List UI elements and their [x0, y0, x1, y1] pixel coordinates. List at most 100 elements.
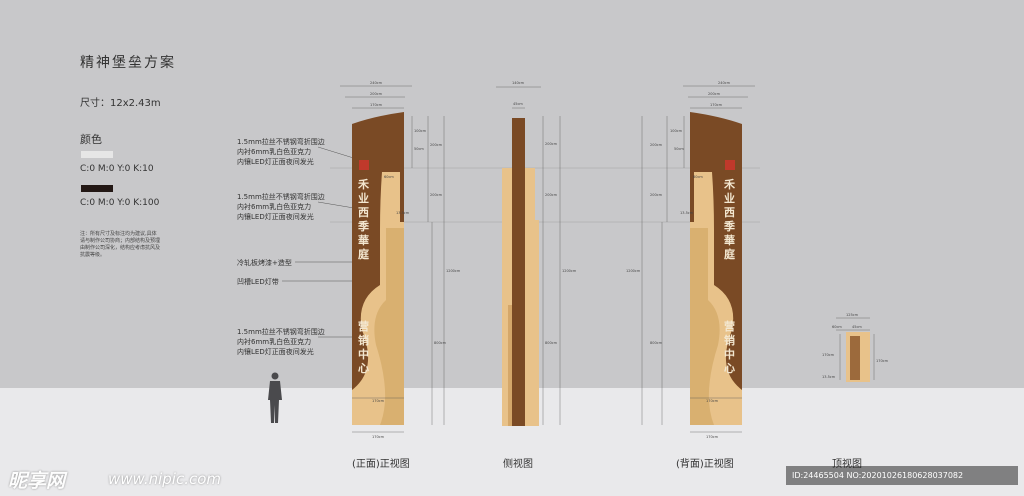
- cmyk-light-gray: C:0 M:0 Y:0 K:10: [80, 164, 154, 174]
- swatch-black: [81, 185, 113, 192]
- size-label: 尺寸：12x2.43m: [80, 98, 161, 109]
- back-view-sign: 禾 业 西 季 華 庭 营 销 中 心: [690, 112, 742, 425]
- svg-text:禾: 禾: [358, 177, 370, 191]
- svg-text:60cm: 60cm: [693, 175, 703, 179]
- side-dimension-lines: [496, 86, 561, 425]
- svg-text:170cm: 170cm: [706, 399, 719, 403]
- design-note: 注：所有尺寸及标注均为建议,具体请与制作公司协商；内部结构及预埋由制作公司深化，…: [80, 231, 161, 258]
- page-title: 精神堡垒方案: [80, 55, 176, 71]
- front-dimension-labels: 240cm 200cm 170cm 100cm 50cm 200cm 200cm…: [370, 81, 461, 439]
- caption-top-view: 顶视图: [832, 459, 862, 470]
- cmyk-black: C:0 M:0 Y:0 K:100: [80, 198, 160, 208]
- svg-text:170cm: 170cm: [372, 435, 385, 439]
- svg-text:50cm: 50cm: [414, 147, 424, 151]
- svg-text:240cm: 240cm: [370, 81, 383, 85]
- back-vertical-text-lower: 营 销 中 心: [724, 319, 735, 375]
- svg-text:100cm: 100cm: [670, 129, 683, 133]
- svg-text:200cm: 200cm: [545, 193, 558, 197]
- svg-text:60cm: 60cm: [832, 325, 842, 329]
- back-vertical-text-upper: 禾 业 西 季 華 庭: [723, 177, 736, 261]
- front-logo-icon: [359, 160, 369, 170]
- svg-text:营: 营: [724, 319, 735, 333]
- front-vertical-text-upper: 禾 业 西 季 華 庭: [357, 177, 370, 261]
- watermark-url: www.nipic.com: [108, 470, 222, 488]
- top-brown-inner: [850, 336, 860, 380]
- svg-text:200cm: 200cm: [430, 143, 443, 147]
- front-dimension-lines: [340, 85, 445, 433]
- svg-text:240cm: 240cm: [718, 81, 731, 85]
- svg-text:季: 季: [723, 219, 736, 233]
- person-silhouette: [268, 372, 282, 423]
- svg-text:业: 业: [724, 191, 735, 205]
- svg-text:170cm: 170cm: [876, 359, 889, 363]
- svg-text:1200cm: 1200cm: [626, 269, 641, 273]
- svg-text:心: 心: [358, 362, 369, 375]
- side-brown-core: [512, 118, 525, 426]
- svg-text:1200cm: 1200cm: [446, 269, 461, 273]
- back-dimension-labels: 240cm 200cm 170cm 100cm 50cm 200cm 200cm…: [626, 81, 731, 439]
- svg-text:200cm: 200cm: [650, 143, 663, 147]
- svg-text:中: 中: [358, 347, 369, 361]
- svg-text:800cm: 800cm: [545, 341, 558, 345]
- top-dimension-lines: [836, 317, 875, 380]
- svg-text:禾: 禾: [724, 177, 736, 191]
- front-tan-inner: [374, 228, 404, 425]
- svg-text:销: 销: [358, 333, 369, 347]
- back-dimension-lines: [641, 85, 755, 433]
- top-dimension-labels: 125cm 60cm 45cm 170cm 170cm 13.5cm: [822, 313, 889, 379]
- side-dimension-labels: 140cm 45cm 200cm 200cm 1200cm 800cm: [512, 81, 577, 345]
- svg-text:西: 西: [724, 206, 735, 219]
- svg-text:季: 季: [357, 219, 370, 233]
- svg-text:200cm: 200cm: [370, 92, 383, 96]
- svg-text:200cm: 200cm: [708, 92, 721, 96]
- side-tan-right-lower: [525, 220, 539, 426]
- svg-text:200cm: 200cm: [650, 193, 663, 197]
- side-tan-right-upper: [525, 168, 535, 220]
- watermark-brand: 昵享网: [8, 470, 66, 492]
- svg-text:170cm: 170cm: [822, 353, 835, 357]
- svg-text:800cm: 800cm: [434, 341, 447, 345]
- svg-text:125cm: 125cm: [846, 313, 859, 317]
- svg-text:50cm: 50cm: [674, 147, 684, 151]
- svg-text:800cm: 800cm: [650, 341, 663, 345]
- caption-front-view: (正面)正视图: [352, 459, 410, 470]
- svg-text:庭: 庭: [724, 247, 735, 261]
- top-view-sign: [846, 332, 870, 382]
- svg-text:营: 营: [358, 319, 369, 333]
- side-tan-left: [502, 168, 512, 426]
- front-view-sign: 禾 业 西 季 華 庭 营 销 中 心: [352, 112, 404, 425]
- watermark-id-bar: ID:24465504 NO:20201026180628037082: [786, 466, 1018, 485]
- svg-text:销: 销: [724, 333, 735, 347]
- svg-text:西: 西: [358, 206, 369, 219]
- back-tan-inner: [690, 228, 720, 425]
- svg-text:200cm: 200cm: [545, 142, 558, 146]
- svg-text:中: 中: [724, 347, 735, 361]
- side-view-sign: [502, 118, 539, 426]
- annotation-lower-panel: 1.5mm拉丝不锈钢弯折围边 内衬6mm乳白色亚克力 内镶LED灯正面夜间发光: [237, 328, 325, 356]
- swatch-light-gray: [81, 151, 113, 158]
- svg-text:170cm: 170cm: [710, 103, 723, 107]
- svg-text:13.5cm: 13.5cm: [396, 211, 410, 215]
- annotation-cold-rolled: 冷轧板烤漆+造型: [237, 259, 292, 267]
- svg-text:业: 业: [358, 191, 369, 205]
- annotation-upper-panel: 1.5mm拉丝不锈钢弯折围边 内衬6mm乳白色亚克力 内镶LED灯正面夜间发光: [237, 138, 325, 166]
- svg-text:170cm: 170cm: [706, 435, 719, 439]
- top-tan-right: [860, 332, 870, 382]
- side-groove: [508, 305, 512, 426]
- svg-text:170cm: 170cm: [370, 103, 383, 107]
- svg-text:心: 心: [724, 362, 735, 375]
- svg-text:華: 華: [724, 233, 735, 247]
- svg-text:1200cm: 1200cm: [562, 269, 577, 273]
- svg-text:140cm: 140cm: [512, 81, 525, 85]
- svg-text:45cm: 45cm: [852, 325, 862, 329]
- svg-text:60cm: 60cm: [384, 175, 394, 179]
- back-logo-icon: [725, 160, 735, 170]
- color-label: 颜色: [80, 133, 102, 146]
- front-vertical-text-lower: 营 销 中 心: [358, 319, 369, 375]
- svg-text:13.5cm: 13.5cm: [680, 211, 694, 215]
- svg-text:庭: 庭: [358, 247, 369, 261]
- caption-back-view: (背面)正视图: [676, 459, 734, 470]
- caption-side-view: 侧视图: [503, 459, 533, 470]
- svg-text:45cm: 45cm: [513, 102, 523, 106]
